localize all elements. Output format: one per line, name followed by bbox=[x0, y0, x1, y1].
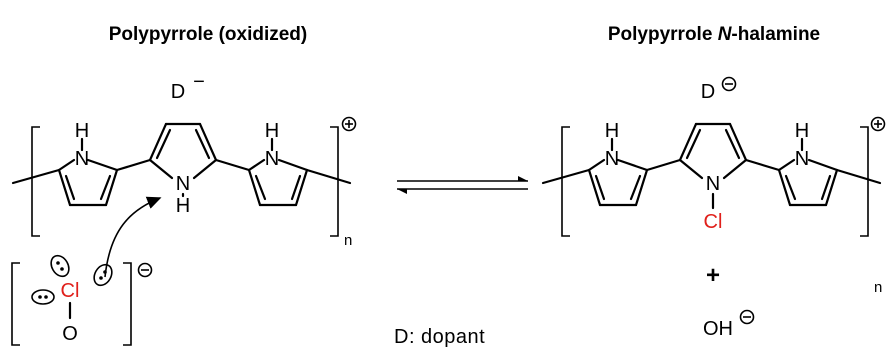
right-title: Polypyrrole N-halamine bbox=[608, 24, 820, 45]
left-ring-n: N bbox=[75, 148, 89, 170]
center-ring-n: N bbox=[706, 173, 720, 195]
center-ring-n: N bbox=[176, 173, 190, 195]
center-ring-h: H bbox=[176, 195, 190, 217]
negative-charge-icon bbox=[137, 262, 153, 278]
right-ring-h: H bbox=[795, 120, 809, 142]
polypyrrole-n-halamine-structure: H N N Cl H N D n bbox=[541, 76, 886, 296]
negative-charge-icon bbox=[739, 309, 755, 325]
dopant-note: D: dopant bbox=[394, 326, 485, 348]
right-ring-n: N bbox=[265, 148, 279, 170]
hypochlorite-ion: Cl O bbox=[11, 254, 153, 346]
plus-sign: + bbox=[706, 262, 720, 289]
dopant-label: D bbox=[701, 81, 715, 103]
repeat-subscript-right: n bbox=[874, 279, 882, 296]
repeat-subscript-left: n bbox=[344, 232, 352, 249]
oxygen-atom: O bbox=[62, 323, 78, 345]
center-ring-cl: Cl bbox=[704, 211, 723, 233]
equilibrium-arrows-icon bbox=[397, 176, 528, 194]
right-ring-h: H bbox=[265, 120, 279, 142]
right-ring-n: N bbox=[795, 148, 809, 170]
lone-pair-icon bbox=[93, 263, 113, 287]
left-ring-h: H bbox=[75, 120, 89, 142]
left-ring-n: N bbox=[605, 148, 619, 170]
left-title: Polypyrrole (oxidized) bbox=[109, 24, 307, 45]
curved-arrow-icon bbox=[104, 196, 162, 278]
left-ring-h: H bbox=[605, 120, 619, 142]
lone-pair-icon bbox=[31, 289, 55, 305]
negative-charge-icon bbox=[721, 76, 737, 92]
positive-charge-icon bbox=[870, 116, 886, 132]
dopant-label: D bbox=[171, 81, 185, 103]
dopant-minus: − bbox=[193, 71, 205, 93]
chlorine-atom: Cl bbox=[61, 280, 80, 302]
hydroxide-label: OH bbox=[703, 318, 733, 340]
polypyrrole-oxidized-structure: H N N H H N D − n bbox=[11, 71, 357, 249]
lone-pair-icon bbox=[50, 254, 70, 278]
positive-charge-icon bbox=[341, 116, 357, 132]
